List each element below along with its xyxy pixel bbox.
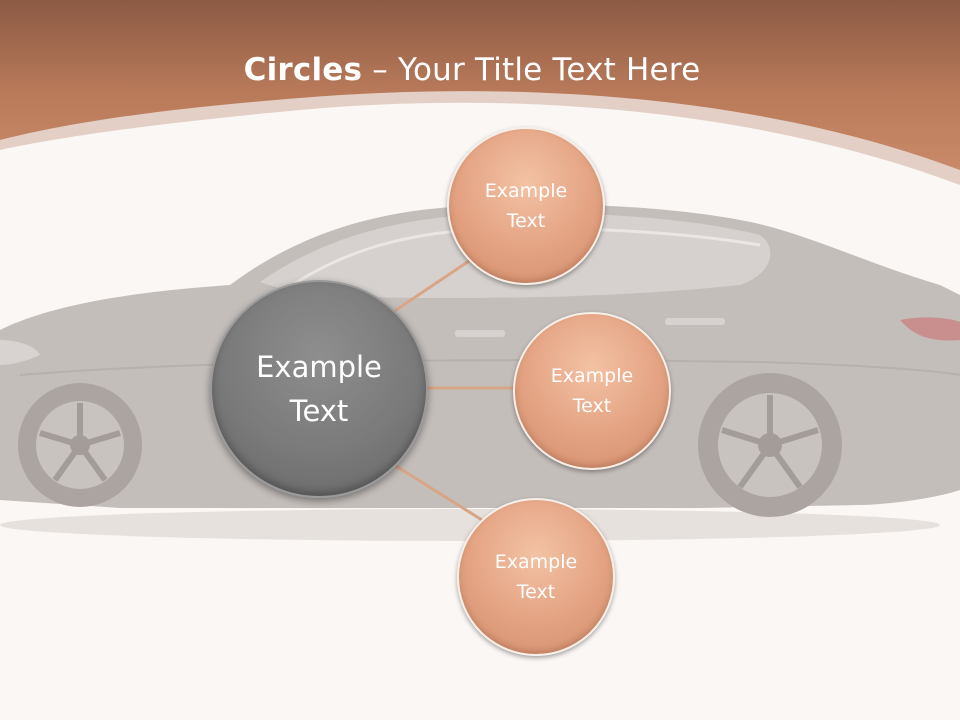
node-bottom-line1: Example <box>494 551 578 573</box>
node-circle-middle: Example Text <box>513 312 671 470</box>
node-bottom-line2: Text <box>516 581 556 603</box>
connector-bottom <box>394 464 484 522</box>
node-circle-top: Example Text <box>447 127 605 285</box>
center-circle: Example Text <box>210 280 428 498</box>
node-middle-line2: Text <box>572 395 612 417</box>
header-banner <box>0 0 960 185</box>
title-bold: Circles <box>243 52 363 88</box>
title-rest: – Your Title Text Here <box>362 52 701 88</box>
center-circle-line1: Example <box>256 350 382 384</box>
center-circle-line2: Text <box>289 394 349 428</box>
node-middle-line1: Example <box>550 365 634 387</box>
page-title: Circles – Your Title Text Here <box>0 52 944 88</box>
connector-top <box>394 255 477 312</box>
node-top-line1: Example <box>484 180 568 202</box>
node-top-line2: Text <box>506 210 546 232</box>
node-circle-bottom: Example Text <box>457 498 615 656</box>
